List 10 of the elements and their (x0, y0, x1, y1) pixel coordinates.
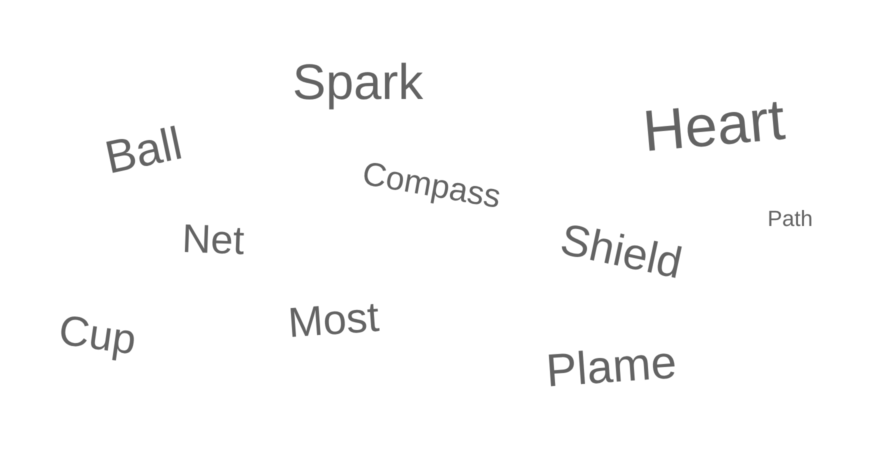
word-label: Net (181, 218, 245, 262)
word-label: Heart (640, 90, 788, 162)
word-label: Plame (544, 338, 678, 394)
word-label: Most (286, 296, 380, 344)
word-label: Ball (100, 120, 186, 180)
word-label: Path (768, 208, 813, 230)
word-label: Cup (56, 308, 138, 362)
word-label: Shield (556, 218, 686, 286)
word-label: Spark (292, 57, 424, 107)
word-label: Compass (360, 156, 503, 212)
